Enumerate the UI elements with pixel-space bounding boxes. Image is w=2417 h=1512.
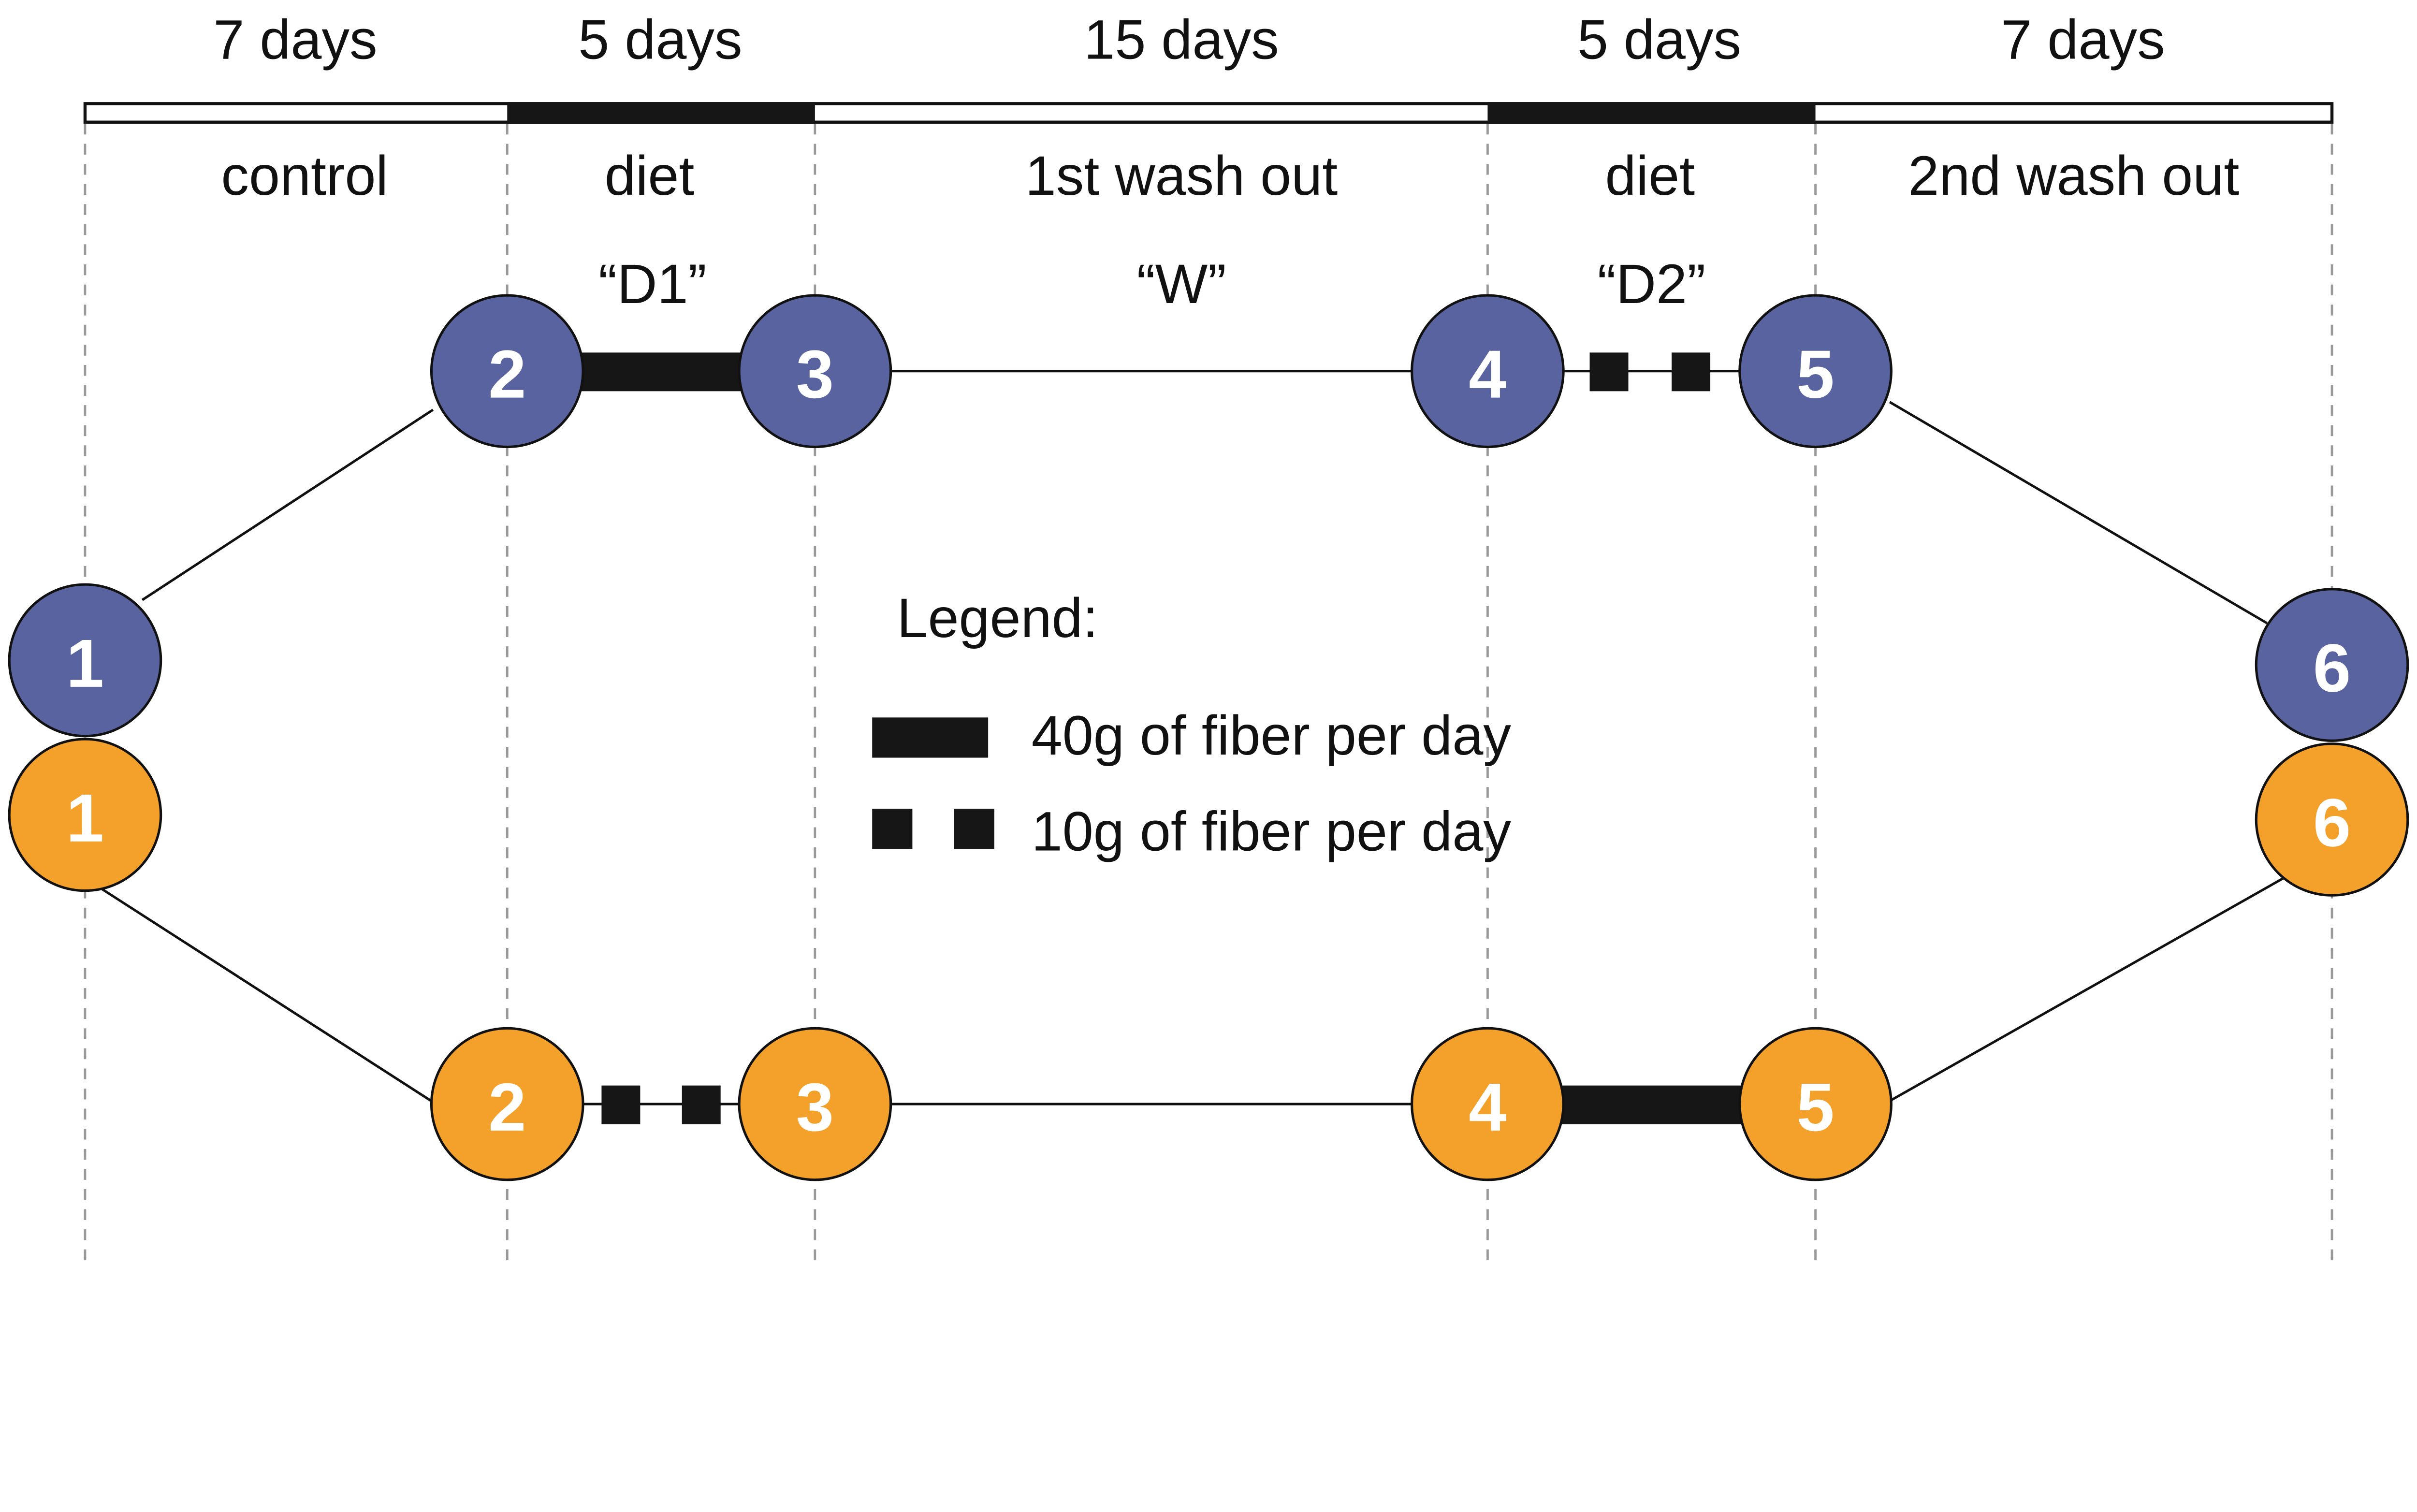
node-circle — [2255, 742, 2409, 897]
node-circle — [738, 1027, 892, 1181]
node-number: 4 — [1469, 1069, 1506, 1145]
blue-node-6: 6 — [2255, 588, 2409, 742]
legend-dotted-swatch — [954, 809, 994, 849]
blue-node-5: 5 — [1738, 294, 1893, 449]
node-circle — [1738, 1027, 1893, 1181]
blue-node-4: 4 — [1411, 294, 1565, 449]
node-circle — [1411, 294, 1565, 449]
duration-label: 5 days — [578, 9, 742, 71]
timeline-outline — [83, 102, 2334, 124]
legend-dotted-swatch — [872, 809, 913, 849]
blue-node-2: 2 — [430, 294, 584, 449]
blue-node-3: 3 — [738, 294, 892, 449]
node-number: 3 — [796, 1069, 834, 1145]
node-number: 1 — [66, 780, 104, 856]
node-circle — [2255, 588, 2409, 742]
node-number: 2 — [488, 336, 526, 412]
duration-label: 15 days — [1084, 9, 1279, 71]
blue-node-1: 1 — [8, 583, 162, 738]
node-number: 6 — [2313, 630, 2351, 706]
node-circle — [430, 1027, 584, 1181]
phase-code: “D1” — [598, 253, 707, 315]
node-number: 1 — [66, 625, 104, 701]
fiber-40g-bar — [581, 352, 743, 392]
node-circle — [1411, 1027, 1565, 1181]
node-circle — [430, 294, 584, 449]
orange-node-5: 5 — [1738, 1027, 1893, 1181]
duration-label: 5 days — [1577, 9, 1741, 71]
node-circle — [8, 738, 162, 892]
connector — [1889, 401, 2268, 625]
phase-code: “D2” — [1598, 253, 1706, 315]
phase-label: diet — [1605, 145, 1695, 207]
period-labels: 7 days 5 days 15 days 5 days 7 days cont… — [213, 9, 2239, 315]
orange-node-6: 6 — [2255, 742, 2409, 897]
diet-segment-d1 — [507, 102, 815, 124]
connector — [1889, 874, 2289, 1102]
fiber-10g-square — [1589, 352, 1629, 392]
fiber-10g-square — [601, 1085, 641, 1124]
fiber-10g-square — [682, 1085, 721, 1124]
node-number: 4 — [1469, 336, 1506, 412]
legend-solid-label: 40g of fiber per day — [1032, 705, 1512, 767]
fiber-40g-bar — [1558, 1085, 1747, 1124]
orange-node-4: 4 — [1411, 1027, 1565, 1181]
phase-label: 1st wash out — [1025, 145, 1338, 207]
node-number: 5 — [1796, 1069, 1834, 1145]
orange-node-2: 2 — [430, 1027, 584, 1181]
phase-label: diet — [605, 145, 695, 207]
phase-code: “W” — [1136, 253, 1226, 315]
connector — [101, 888, 437, 1105]
duration-label: 7 days — [2001, 9, 2165, 71]
duration-label: 7 days — [213, 9, 377, 71]
phase-label: control — [221, 145, 388, 207]
phase-label: 2nd wash out — [1908, 145, 2239, 207]
connector — [141, 408, 434, 601]
node-circle — [1738, 294, 1893, 449]
legend-solid-swatch — [872, 717, 989, 758]
fiber-10g-square — [1672, 352, 1711, 392]
node-circle — [738, 294, 892, 449]
orange-node-1: 1 — [8, 738, 162, 892]
study-timeline-diagram: 7 days 5 days 15 days 5 days 7 days cont… — [8, 9, 2409, 1268]
legend-title: Legend: — [897, 587, 1098, 649]
timeline-bar — [83, 102, 2334, 124]
node-number: 2 — [488, 1069, 526, 1145]
diet-segment-d2 — [1487, 102, 1816, 124]
legend-dotted-label: 10g of fiber per day — [1032, 800, 1512, 862]
orange-node-3: 3 — [738, 1027, 892, 1181]
node-circle — [8, 583, 162, 738]
node-number: 6 — [2313, 785, 2351, 860]
legend: Legend: 40g of fiber per day 10g of fibe… — [872, 587, 1511, 862]
node-number: 3 — [796, 336, 834, 412]
sample-nodes: 1 2 3 4 5 6 1 2 3 4 5 6 — [8, 294, 2409, 1181]
node-number: 5 — [1796, 336, 1834, 412]
